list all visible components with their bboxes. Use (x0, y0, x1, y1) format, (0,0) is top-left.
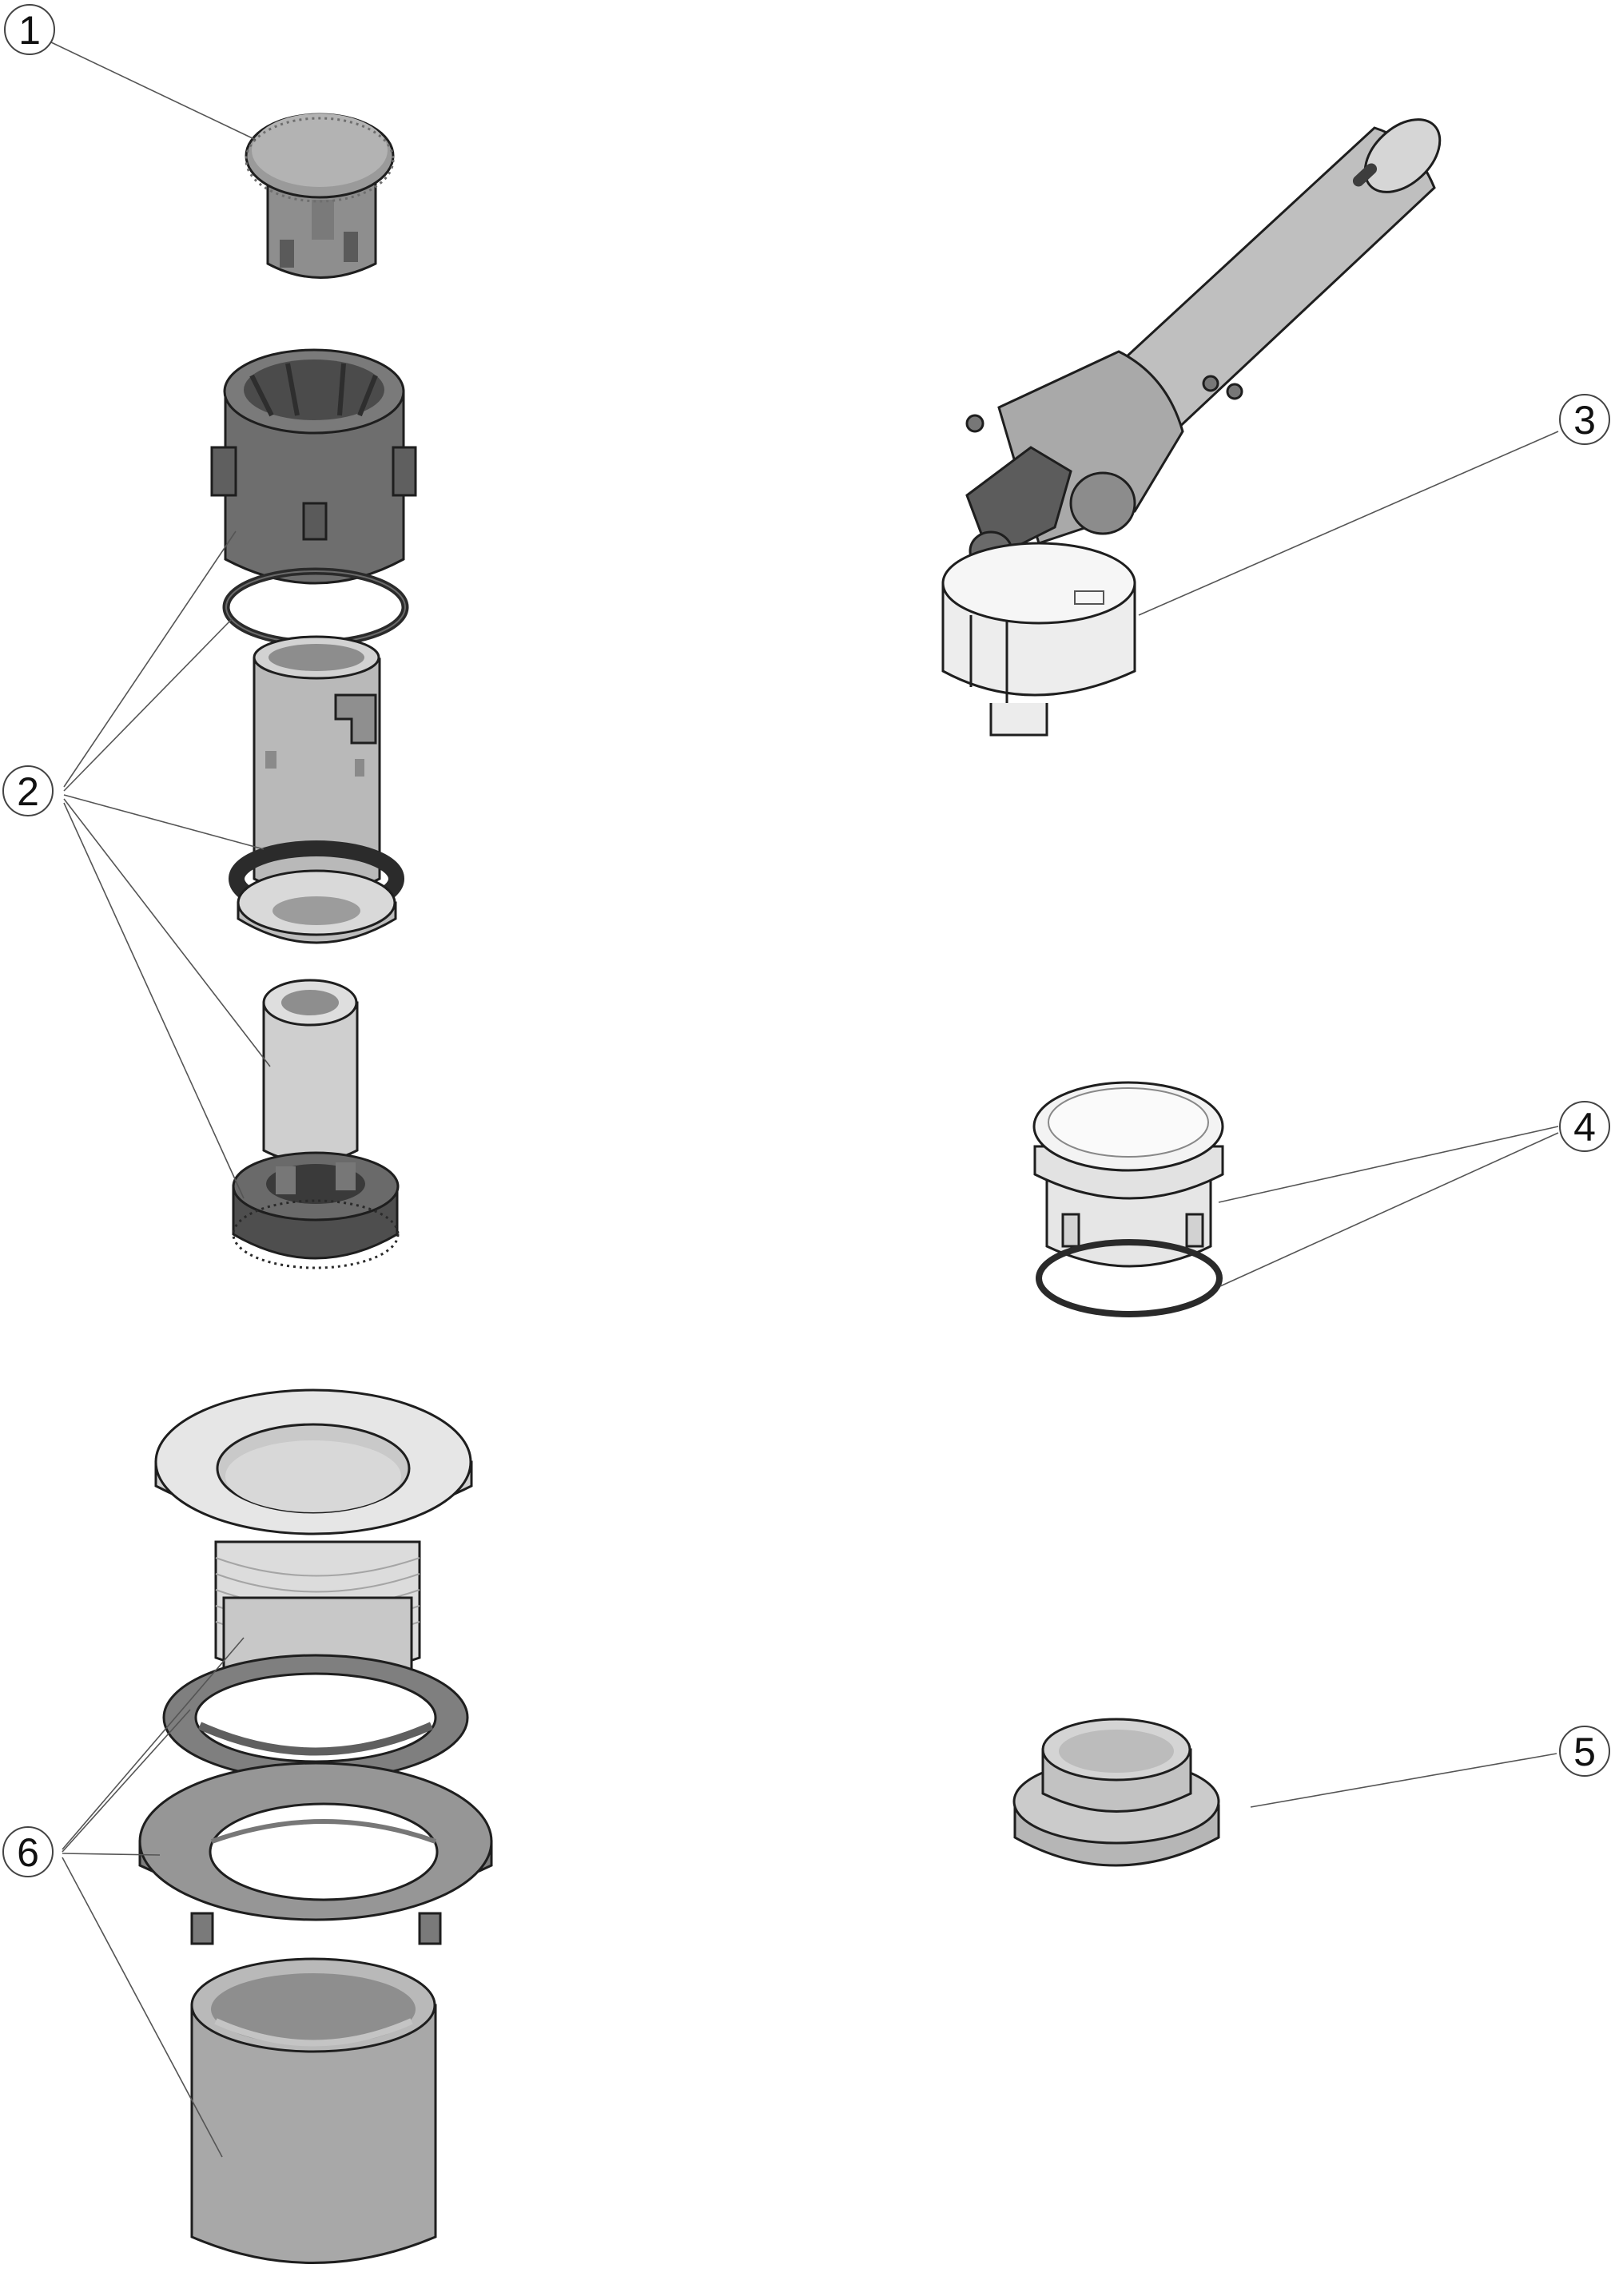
svg-text:6: 6 (17, 1830, 39, 1875)
callout-3: 3 (1559, 394, 1610, 445)
callout-4: 4 (1559, 1101, 1610, 1152)
svg-text:3: 3 (1573, 398, 1596, 443)
svg-text:5: 5 (1573, 1730, 1596, 1774)
small-tube (262, 1001, 359, 1164)
part-6-wall-fitting (138, 1388, 493, 2264)
svg-text:2: 2 (17, 769, 39, 814)
leader-lines (49, 41, 1559, 2158)
part-2-valve-assembly (210, 348, 417, 1269)
callout-1: 1 (4, 4, 55, 55)
svg-text:1: 1 (18, 8, 41, 53)
part-5-blanking-plug (1012, 1718, 1220, 1867)
upper-housing (224, 390, 405, 585)
callout-5: 5 (1559, 1726, 1610, 1777)
socket-sleeve (190, 2004, 437, 2264)
callout-6: 6 (2, 1826, 54, 1877)
o-ring-plug (1036, 1239, 1223, 1317)
part-4-plug-with-oring (1032, 1081, 1224, 1317)
part-3-handle-adapter (941, 118, 1442, 737)
callout-2: 2 (2, 765, 54, 816)
part-1-knurled-cap (245, 113, 395, 279)
svg-text:4: 4 (1573, 1105, 1596, 1150)
